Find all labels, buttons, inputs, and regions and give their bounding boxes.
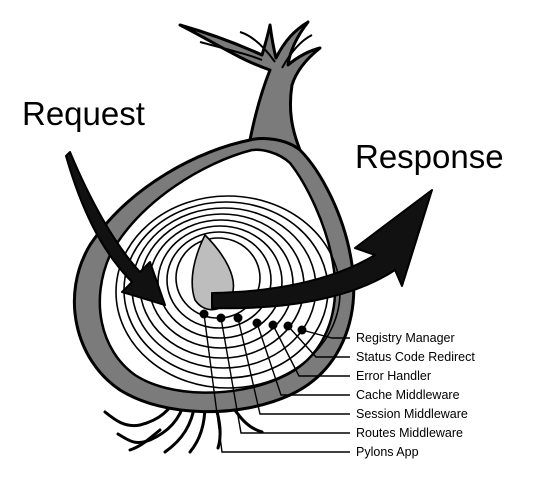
request-label: Request [22, 95, 145, 132]
layer-label: Session Middleware [356, 407, 468, 421]
response-label: Response [355, 138, 504, 175]
layer-dot [268, 320, 278, 330]
layer-leader-line [237, 317, 350, 415]
layer-leader-line [287, 325, 350, 358]
layer-leader-line [203, 313, 350, 453]
layer-label: Cache Middleware [356, 388, 460, 402]
layer-leader-line [272, 324, 350, 377]
onion-stem [178, 20, 322, 152]
layer-dot [297, 325, 307, 335]
layer-dot [252, 318, 262, 328]
layer-label: Status Code Redirect [356, 350, 475, 364]
layer-label: Registry Manager [356, 331, 455, 345]
layer-leader-line [256, 322, 350, 396]
layer-dot [216, 313, 226, 323]
response-arrow [211, 189, 433, 310]
layer-label: Pylons App [356, 445, 419, 459]
layer-dot [233, 313, 243, 323]
layer-label: Routes Middleware [356, 426, 463, 440]
layer-leader-line [301, 329, 350, 339]
layer-leader-line [220, 317, 350, 434]
layer-label: Error Handler [356, 369, 431, 383]
request-arrow [65, 151, 166, 306]
onion-core [191, 233, 235, 311]
layer-dot [199, 309, 209, 319]
layer-dot [283, 321, 293, 331]
